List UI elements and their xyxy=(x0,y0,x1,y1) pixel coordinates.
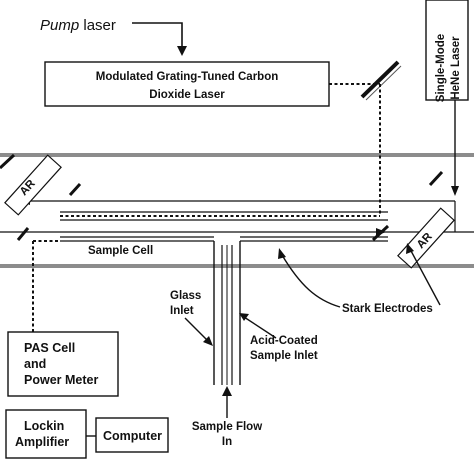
stark-arrowhead-2 xyxy=(406,243,414,254)
acid-inlet-pointer xyxy=(243,316,277,339)
co2-laser-line1: Modulated Grating-Tuned Carbon xyxy=(96,71,279,83)
sample-flow-arrowhead xyxy=(222,386,232,396)
pas-cell-line1: PAS Cell xyxy=(24,341,75,355)
co2-laser-line2: Dioxide Laser xyxy=(149,89,225,101)
stark-pointer-curve xyxy=(281,254,341,308)
acid-inlet-line2: Sample Inlet xyxy=(250,350,318,362)
ar-window-left xyxy=(4,154,62,216)
computer-box xyxy=(95,417,169,453)
stark-arrowhead-1 xyxy=(278,248,286,259)
pump-arrow-head xyxy=(177,46,187,56)
left-hatch-3 xyxy=(16,227,30,241)
pump-label-rest: laser xyxy=(79,17,116,34)
glass-inlet-line1: Glass xyxy=(170,290,201,302)
co2-laser-box xyxy=(44,61,330,107)
stark-pointer-2 xyxy=(409,248,441,306)
pas-cell-line3: Power Meter xyxy=(24,373,98,387)
pas-cell-box xyxy=(7,331,119,397)
acid-inlet-arrowhead xyxy=(239,313,249,321)
left-hatch-2 xyxy=(68,182,82,197)
sample-cell-label: Sample Cell xyxy=(88,245,153,257)
stark-electrodes-label: Stark Electrodes xyxy=(342,303,433,315)
glass-inlet-arrowhead xyxy=(203,336,213,346)
pump-label-italic: Pump xyxy=(40,17,79,34)
right-hatch-2 xyxy=(428,170,444,187)
right-hatch-1 xyxy=(371,224,390,242)
hene-laser-box xyxy=(425,0,469,101)
turning-mirror xyxy=(360,60,400,99)
pump-laser-label: Pump laser xyxy=(40,17,116,34)
pump-arrow-line xyxy=(132,22,183,50)
glass-inlet-pointer xyxy=(184,317,210,343)
hene-beam-arrow xyxy=(451,186,459,196)
sample-flow-line1: Sample Flow xyxy=(192,421,262,433)
acid-inlet-line1: Acid-Coated xyxy=(250,335,318,347)
hene-line1: Single-Mode xyxy=(435,34,447,102)
turning-mirror-edge xyxy=(365,65,402,101)
computer-label: Computer xyxy=(103,429,162,443)
sample-flow-line2: In xyxy=(222,436,232,448)
left-hatch-1 xyxy=(0,153,16,170)
hene-line2: HeNe Laser xyxy=(450,36,462,100)
pas-cell-line2: and xyxy=(24,357,46,371)
glass-inlet-line2: Inlet xyxy=(170,305,194,317)
lockin-box xyxy=(5,409,87,459)
lockin-line1: Lockin xyxy=(24,419,64,433)
lockin-line2: Amplifier xyxy=(15,435,69,449)
